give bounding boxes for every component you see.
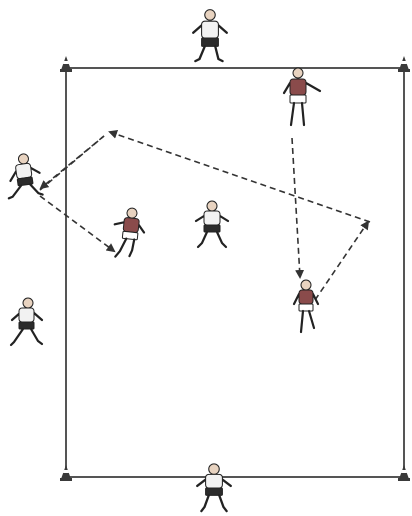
pitch-boundary [66,68,404,477]
player-white-left-upper [3,152,43,199]
pass-arrow-red-top-down [292,138,300,277]
cone-bottom-left [60,465,72,481]
players [3,10,320,511]
player-white-top [193,10,227,61]
player-red-top-right [284,68,320,125]
player-white-left-lower [11,298,42,345]
pass-arrow-red-bottom-up [315,222,368,300]
pass-arrow-long-diagonal [110,132,370,222]
player-red-bottom-right [294,280,318,332]
player-white-center [196,201,228,247]
cone-top-left [60,56,72,72]
cone-top-right [398,56,410,72]
player-white-bottom [197,464,231,511]
cone-bottom-right [398,465,410,481]
pass-arrow-left-to-red-player [40,196,114,251]
player-red-center-left [111,206,146,259]
cones [60,56,410,481]
